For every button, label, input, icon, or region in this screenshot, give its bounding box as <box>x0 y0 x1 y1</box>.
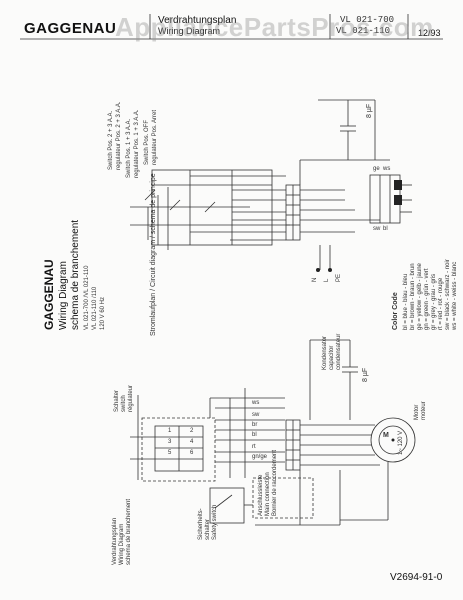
title-block-line-1: Wiring Diagram <box>58 261 69 330</box>
lower-wire-label-gnge: gn/ge <box>252 454 268 460</box>
watermark: AppliancePartsPros.com <box>115 12 434 42</box>
reg-terminal-6: 6 <box>190 450 194 456</box>
color-code-row: br = brown - braun - brun <box>410 263 416 330</box>
lower-wire-label-ws: ws <box>252 400 260 406</box>
title-block-brand: GAGGENAU <box>42 259 56 330</box>
main-connection-label-3: Bornier de raccordement <box>272 449 278 516</box>
color-code-row: gn = green - grün - vert <box>424 268 430 330</box>
upper-capacitor-value: 8 µF <box>366 103 373 118</box>
upper-switch-label-6: regulateur Pos. Arret <box>152 109 158 165</box>
regulator-label-2: switch <box>121 395 127 412</box>
title-block-model-1: VL 021-700 /VL 021-110 <box>84 265 90 331</box>
model-code-1: VL 021-700 <box>340 15 395 25</box>
model-code-2: VL 021-110 <box>336 26 391 36</box>
capacitor-label-1: Kondensator <box>322 335 328 370</box>
color-code-row: ge = yellow - gelb - jaune <box>417 263 423 330</box>
circuit-diagram-label: Stromlaufplan / Circuit diagram / schema… <box>150 173 157 336</box>
title-block-model-2: VL 021-110 /110 <box>92 286 98 330</box>
upper-switch-label-1: Switch Pos. 2 + 3 A.A. <box>108 110 114 170</box>
lower-wire-label-bl: bl <box>252 432 257 438</box>
upper-switch-label-3: Switch Pos. 1 + 3 A.A. <box>126 118 132 178</box>
bottom-label-2: Wiring Diagram <box>119 523 125 565</box>
reg-terminal-2: 2 <box>190 428 194 434</box>
color-code-row: rt = red - rot - rouge <box>438 277 444 330</box>
capacitor-label-2: capacitor <box>329 345 335 370</box>
mains-label-n: N <box>312 277 318 282</box>
main-connection-label-1: Anschlussleiste <box>258 474 264 516</box>
reg-terminal-5: 5 <box>168 450 172 456</box>
revision-date: 12/93 <box>418 28 441 38</box>
bottom-label-1: Verdrahtungsplan <box>112 517 118 565</box>
safety-switch-label-3: Safety switch <box>212 504 218 540</box>
lower-wire-label-br: br <box>252 422 258 428</box>
reg-terminal-1: 1 <box>168 428 172 434</box>
motor-label: Motor <box>414 404 420 420</box>
brand-logo: GAGGENAU <box>24 20 117 37</box>
heater-wire-label-ge: ge <box>373 166 380 172</box>
mains-label-pe: PE <box>336 273 342 282</box>
color-code-row: bl = blue - blau - bleu <box>403 273 409 330</box>
regulator-label-3: régulateur <box>128 384 134 412</box>
color-code-row: gr = grey - grau - gris <box>431 273 437 330</box>
heater-wire-label-sw: sw <box>373 226 381 232</box>
safety-switch-label-1: Sicherheits- <box>198 508 204 540</box>
diagram-subtitle: Wiring Diagram <box>158 26 221 36</box>
document-number: V2694-91-0 <box>390 572 443 583</box>
title-block-line-2: schema de branchement <box>70 219 81 330</box>
motor-label-2: moteur <box>421 401 427 420</box>
title-block-voltage: 120 V 60 Hz <box>100 296 106 330</box>
color-code-title: Color Code <box>392 292 399 330</box>
upper-switch-label-2: regulateur Pos. 2 + 3 A.A. <box>116 101 122 170</box>
heater-wire-label-ws: ws <box>383 166 391 172</box>
upper-switch-label-4: regulateur Pos. 1 + 3 A.A. <box>134 109 140 178</box>
reg-terminal-4: 4 <box>190 439 194 445</box>
mains-label-l: L <box>324 278 330 282</box>
lower-wire-label-rt: rt <box>252 444 256 450</box>
regulator-label-1: Schalter <box>114 389 120 412</box>
safety-switch-label-2: schalter <box>205 518 211 540</box>
motor-symbol: M <box>383 432 389 439</box>
heater-wire-label-bl: bl <box>383 226 388 232</box>
main-connection-label-2: Main connection <box>265 472 271 516</box>
color-code-row: ws = white - weiss - blanc <box>452 261 458 330</box>
bottom-label-3: schema de branchement <box>126 498 132 565</box>
diagram-title: Verdrahtungsplan <box>158 15 237 26</box>
capacitor-label-3: condensateur <box>336 333 342 370</box>
color-code-row: sw = black - schwarz - noir <box>445 259 451 330</box>
motor-spec: 1~ 120 V <box>398 430 404 455</box>
upper-switch-label-5: Switch Pos. OFF <box>144 119 150 165</box>
reg-terminal-3: 3 <box>168 439 172 445</box>
lower-wire-label-sw: sw <box>252 412 260 418</box>
lower-capacitor-value: 8 µF <box>362 367 369 382</box>
